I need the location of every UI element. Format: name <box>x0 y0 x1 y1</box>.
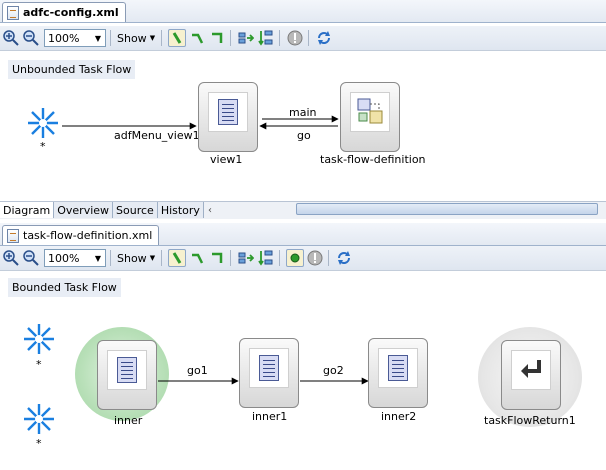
view-activity-icon <box>208 92 248 132</box>
stop-icon[interactable] <box>286 29 304 47</box>
toolbar-separator <box>161 30 163 46</box>
unbounded-flow-label: Unbounded Task Flow <box>8 60 136 79</box>
orthogonal-line-icon[interactable] <box>208 29 226 47</box>
view1-label: view1 <box>210 153 243 166</box>
straight-line-icon[interactable] <box>188 249 206 267</box>
horizontal-scrollbar[interactable] <box>196 203 606 215</box>
inner-node[interactable] <box>97 340 157 410</box>
show-menu-button[interactable]: Show ▼ <box>115 252 157 265</box>
scrollbar-thumb[interactable] <box>296 203 598 215</box>
inner1-label: inner1 <box>252 410 288 423</box>
task-flow-call-node[interactable] <box>340 82 400 152</box>
task-flow-return-label: taskFlowReturn1 <box>484 414 576 427</box>
chevron-down-icon: ▼ <box>149 254 156 262</box>
zoom-out-icon[interactable] <box>22 249 40 267</box>
zoom-in-icon[interactable] <box>2 29 20 47</box>
bottom-editor-tabstrip: task-flow-definition.xml <box>0 223 606 246</box>
zoom-out-icon[interactable] <box>22 29 40 47</box>
stop-icon[interactable] <box>306 249 324 267</box>
layout-vertical-icon[interactable] <box>257 249 275 267</box>
edge-go2-label: go2 <box>323 364 344 377</box>
edge-adfmenu-label: adfMenu_view1 <box>114 129 200 142</box>
toolbar-separator <box>110 250 111 266</box>
adfc-config-tab-label: adfc-config.xml <box>23 6 119 19</box>
chevron-down-icon: ▼ <box>94 33 102 43</box>
wildcard-label: * <box>40 140 46 153</box>
task-flow-definition-tab[interactable]: task-flow-definition.xml <box>2 225 160 245</box>
top-editor-tabstrip: adfc-config.xml <box>0 0 606 23</box>
wildcard-label: * <box>36 358 42 371</box>
xml-file-icon <box>7 228 19 243</box>
tab-overview[interactable]: Overview <box>54 202 114 218</box>
wildcard-icon[interactable] <box>22 322 56 359</box>
layout-vertical-icon[interactable] <box>257 29 275 47</box>
layout-horizontal-icon[interactable] <box>237 29 255 47</box>
toolbar-separator <box>161 250 163 266</box>
inner1-node[interactable] <box>239 338 299 408</box>
toolbar-separator <box>230 30 232 46</box>
top-diagram-canvas <box>62 115 339 130</box>
layout-horizontal-icon[interactable] <box>237 249 255 267</box>
select-tool-icon[interactable] <box>168 249 187 267</box>
show-menu-button[interactable]: Show ▼ <box>115 32 157 45</box>
view-activity-icon <box>378 348 418 388</box>
return-icon <box>511 350 551 390</box>
orthogonal-line-icon[interactable] <box>208 249 226 267</box>
select-tool-icon[interactable] <box>168 29 187 47</box>
zoom-level-value: 100% <box>48 251 80 265</box>
edge-go1-label: go1 <box>187 364 208 377</box>
bounded-flow-label: Bounded Task Flow <box>8 278 121 297</box>
chevron-down-icon: ▼ <box>149 34 156 42</box>
straight-line-icon[interactable] <box>188 29 206 47</box>
bottom-diagram-toolbar: 100% ▼ Show ▼ <box>0 246 606 271</box>
toolbar-separator <box>110 30 111 46</box>
inner-label: inner <box>114 414 143 427</box>
xml-file-icon <box>7 5 19 20</box>
view-activity-icon <box>107 350 147 390</box>
wildcard-icon[interactable] <box>22 402 56 439</box>
tab-history[interactable]: History <box>157 202 204 218</box>
tab-diagram[interactable]: Diagram <box>0 202 55 218</box>
task-flow-call-icon <box>350 92 390 132</box>
inner2-node[interactable] <box>368 338 428 408</box>
zoom-in-icon[interactable] <box>2 249 20 267</box>
edge-main-label: main <box>289 106 317 119</box>
view1-node[interactable] <box>198 82 258 152</box>
task-flow-return-node[interactable] <box>501 340 561 410</box>
tab-source[interactable]: Source <box>113 202 158 218</box>
toolbar-separator <box>230 250 232 266</box>
show-menu-label: Show <box>117 31 147 45</box>
view-activity-icon <box>249 348 289 388</box>
zoom-level-value: 100% <box>48 31 80 45</box>
wildcard-icon[interactable] <box>26 106 60 143</box>
scroll-left-icon[interactable]: ‹ <box>207 205 212 216</box>
bottom-diagram-canvas <box>158 377 369 385</box>
toolbar-separator <box>308 30 310 46</box>
toolbar-separator <box>279 250 281 266</box>
default-activity-icon[interactable] <box>286 249 305 267</box>
edge-go-label: go <box>297 129 311 142</box>
inner2-label: inner2 <box>381 410 417 423</box>
refresh-icon[interactable] <box>335 249 353 267</box>
task-flow-definition-tab-label: task-flow-definition.xml <box>23 229 153 242</box>
task-flow-definition-label: task-flow-definition <box>320 153 426 166</box>
show-menu-label: Show <box>117 251 147 265</box>
adfc-config-tab[interactable]: adfc-config.xml <box>2 2 126 22</box>
chevron-down-icon: ▼ <box>94 253 102 263</box>
toolbar-separator <box>279 30 281 46</box>
refresh-icon[interactable] <box>315 29 333 47</box>
top-diagram-toolbar: 100% ▼ Show ▼ <box>0 26 606 51</box>
zoom-level-select[interactable]: 100% ▼ <box>44 29 106 47</box>
toolbar-separator <box>328 250 330 266</box>
wildcard-label: * <box>36 437 42 450</box>
zoom-level-select[interactable]: 100% ▼ <box>44 249 106 267</box>
